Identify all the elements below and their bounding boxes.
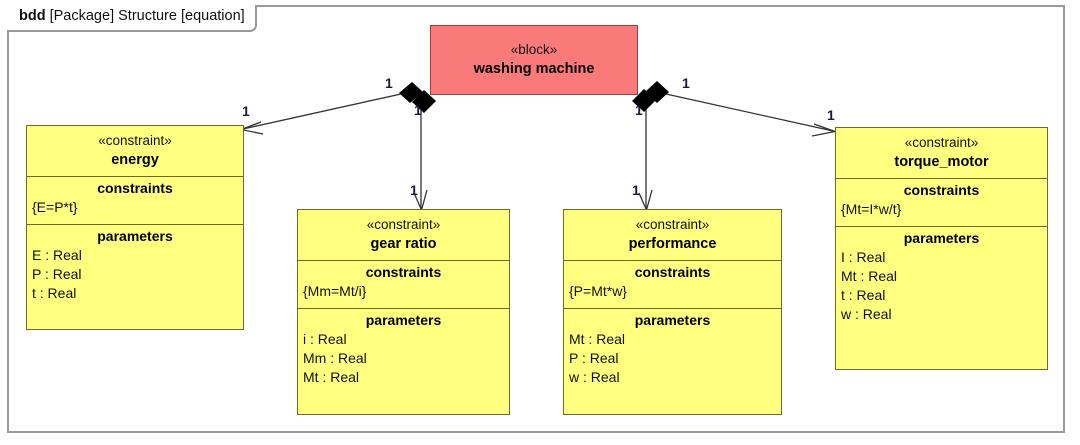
block-performance-parameters: parameters Mt : Real P : Real w : Real xyxy=(564,308,781,390)
parameter-item: E : Real xyxy=(32,247,82,263)
parameter-item: Mt : Real xyxy=(841,268,898,284)
parameter-item: P : Real xyxy=(569,350,619,366)
parameter-item: t : Real xyxy=(32,285,77,301)
multiplicity-gear-ratio-target: 1 xyxy=(410,182,418,198)
block-energy-stereotype: «constraint» xyxy=(98,132,172,148)
constraint-expression: {P=Mt*w} xyxy=(569,283,627,299)
parameter-item: i : Real xyxy=(303,331,347,347)
parameters-header: parameters xyxy=(903,230,980,246)
block-washing-machine-stereotype: «block» xyxy=(510,41,558,57)
block-gear-ratio-name: gear ratio xyxy=(370,235,437,252)
block-performance[interactable]: «constraint» performance constraints {P=… xyxy=(563,209,782,415)
block-torque-motor-header: «constraint» torque_motor xyxy=(836,128,1047,178)
parameter-item: w : Real xyxy=(841,306,892,322)
multiplicity-gear-ratio-source: 1 xyxy=(414,102,422,118)
multiplicity-performance-target: 1 xyxy=(632,182,640,198)
parameter-item: I : Real xyxy=(841,249,886,265)
block-washing-machine-name: washing machine xyxy=(473,60,595,77)
multiplicity-performance-source: 1 xyxy=(635,102,643,118)
block-torque-motor-parameters: parameters I : Real Mt : Real t : Real w… xyxy=(836,226,1047,327)
block-washing-machine-header: «block» washing machine xyxy=(431,26,637,94)
block-performance-header: «constraint» performance xyxy=(564,210,781,260)
block-torque-motor[interactable]: «constraint» torque_motor constraints {M… xyxy=(835,127,1048,370)
block-gear-ratio-constraints: constraints {Mm=Mt/i} xyxy=(298,260,509,308)
multiplicity-energy-target: 1 xyxy=(242,103,250,119)
constraints-header: constraints xyxy=(634,264,711,280)
multiplicity-torque-motor-source: 1 xyxy=(682,75,690,91)
parameter-item: t : Real xyxy=(841,287,886,303)
diagram-header-tab: bdd [Package] Structure [equation] xyxy=(7,5,257,32)
parameters-header: parameters xyxy=(634,312,711,328)
parameter-item: Mm : Real xyxy=(303,350,367,366)
multiplicity-energy-source: 1 xyxy=(385,75,393,91)
parameter-item: Mt : Real xyxy=(303,369,360,385)
constraints-header: constraints xyxy=(365,264,442,280)
diagram-frame xyxy=(7,5,1065,433)
constraints-header: constraints xyxy=(97,180,173,196)
block-performance-name: performance xyxy=(628,235,717,252)
parameter-item: P : Real xyxy=(32,266,82,282)
block-torque-motor-stereotype: «constraint» xyxy=(904,134,979,150)
block-energy-constraints: constraints {E=P*t} xyxy=(27,176,243,224)
constraint-expression: {Mm=Mt/i} xyxy=(303,283,367,299)
block-gear-ratio[interactable]: «constraint» gear ratio constraints {Mm=… xyxy=(297,209,510,415)
block-performance-stereotype: «constraint» xyxy=(635,216,710,232)
block-energy-parameters: parameters E : Real P : Real t : Real xyxy=(27,224,243,306)
block-energy-name: energy xyxy=(111,151,159,168)
block-torque-motor-name: torque_motor xyxy=(894,153,989,170)
block-torque-motor-constraints: constraints {Mt=I*w/t} xyxy=(836,178,1047,226)
constraint-expression: {E=P*t} xyxy=(32,199,78,215)
diagram-title-label: [Package] Structure [equation] xyxy=(45,8,245,24)
multiplicity-torque-motor-target: 1 xyxy=(827,107,835,123)
constraint-expression: {Mt=I*w/t} xyxy=(841,201,902,217)
block-energy[interactable]: «constraint» energy constraints {E=P*t} … xyxy=(26,125,244,330)
diagram-kind-label: bdd xyxy=(19,8,46,24)
block-gear-ratio-stereotype: «constraint» xyxy=(366,216,441,232)
parameter-item: Mt : Real xyxy=(569,331,626,347)
block-washing-machine[interactable]: «block» washing machine xyxy=(430,25,638,95)
block-gear-ratio-parameters: parameters i : Real Mm : Real Mt : Real xyxy=(298,308,509,390)
parameters-header: parameters xyxy=(365,312,442,328)
constraints-header: constraints xyxy=(903,182,980,198)
block-energy-header: «constraint» energy xyxy=(27,126,243,176)
block-performance-constraints: constraints {P=Mt*w} xyxy=(564,260,781,308)
parameters-header: parameters xyxy=(97,228,173,244)
parameter-item: w : Real xyxy=(569,369,620,385)
block-gear-ratio-header: «constraint» gear ratio xyxy=(298,210,509,260)
